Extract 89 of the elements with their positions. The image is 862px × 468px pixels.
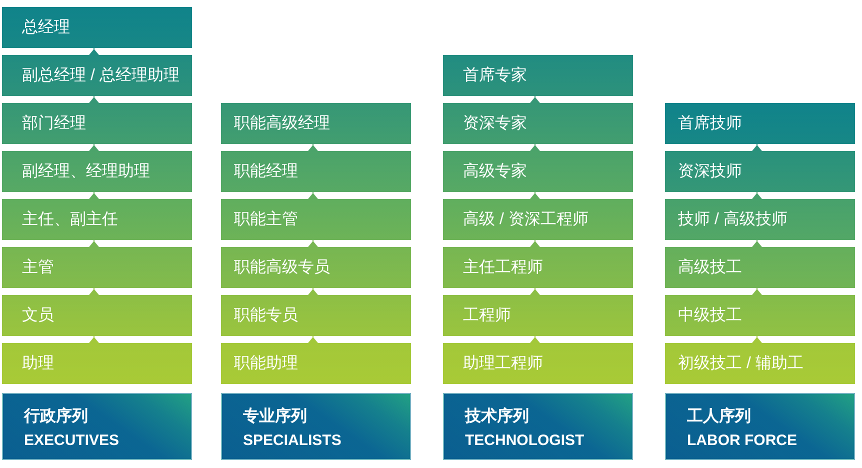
job-title: 主管: [22, 258, 54, 277]
series-english-name: EXECUTIVES: [24, 432, 120, 450]
promotion-arrow: [752, 144, 762, 152]
promotion-arrow: [752, 288, 762, 296]
job-title: 高级 / 资深工程师: [463, 210, 588, 229]
job-level-bar: [443, 295, 633, 336]
series-english-name: SPECIALISTS: [243, 432, 342, 450]
job-level-bar: [2, 247, 192, 288]
job-title: 中级技工: [678, 306, 742, 325]
job-level-bar: [443, 151, 633, 192]
series-header-panel: [443, 393, 633, 460]
job-title: 高级技工: [678, 258, 742, 277]
promotion-arrow: [89, 192, 99, 200]
job-title: 助理: [22, 354, 54, 373]
job-level-bar: [443, 199, 633, 240]
promotion-arrow: [752, 336, 762, 344]
job-level-bar: [221, 103, 411, 144]
job-title: 首席技师: [678, 114, 742, 133]
series-name: 专业序列: [243, 408, 307, 426]
promotion-arrow: [530, 144, 540, 152]
series-header-panel: [665, 393, 855, 460]
job-title: 首席专家: [463, 66, 527, 85]
job-level-bar: [2, 7, 192, 48]
job-level-bar: [2, 199, 192, 240]
job-level-bar: [443, 55, 633, 96]
job-title: 副经理、经理助理: [22, 162, 150, 181]
job-level-bar: [665, 295, 855, 336]
job-level-bar: [221, 199, 411, 240]
job-title: 副总经理 / 总经理助理: [22, 66, 180, 85]
job-title: 高级专家: [463, 162, 527, 181]
promotion-arrow: [308, 336, 318, 344]
promotion-arrow: [89, 240, 99, 248]
promotion-arrow: [530, 240, 540, 248]
job-title: 总经理: [22, 18, 70, 37]
promotion-arrow: [530, 336, 540, 344]
job-title: 技师 / 高级技师: [678, 210, 788, 229]
series-header-panel: [221, 393, 411, 460]
job-title: 职能高级经理: [234, 114, 330, 133]
job-level-bar: [221, 295, 411, 336]
job-title: 职能专员: [234, 306, 298, 325]
series-name: 技术序列: [465, 408, 529, 426]
series-english-name: TECHNOLOGIST: [465, 432, 584, 450]
job-level-bar: [2, 55, 192, 96]
job-level-bar: [443, 343, 633, 384]
promotion-arrow: [89, 144, 99, 152]
job-level-bar: [2, 343, 192, 384]
job-level-bar: [2, 103, 192, 144]
promotion-arrow: [89, 336, 99, 344]
promotion-arrow: [530, 96, 540, 104]
job-level-bar: [221, 151, 411, 192]
promotion-arrow: [308, 144, 318, 152]
series-header-panel: [2, 393, 192, 460]
promotion-arrow: [308, 192, 318, 200]
job-level-bar: [665, 151, 855, 192]
series-name: 工人序列: [687, 408, 751, 426]
job-level-bar: [665, 247, 855, 288]
series-name: 行政序列: [24, 408, 88, 426]
job-title: 部门经理: [22, 114, 86, 133]
promotion-arrow: [89, 288, 99, 296]
promotion-arrow: [89, 96, 99, 104]
promotion-arrow: [89, 48, 99, 56]
job-level-bar: [2, 151, 192, 192]
job-title: 职能经理: [234, 162, 298, 181]
job-title: 助理工程师: [463, 354, 543, 373]
job-title: 职能高级专员: [234, 258, 330, 277]
job-level-bar: [665, 103, 855, 144]
job-title: 职能助理: [234, 354, 298, 373]
promotion-arrow: [752, 192, 762, 200]
job-title: 初级技工 / 辅助工: [678, 354, 804, 373]
job-title: 文员: [22, 306, 54, 325]
promotion-arrow: [308, 240, 318, 248]
job-title: 工程师: [463, 306, 511, 325]
job-level-bar: [221, 247, 411, 288]
job-level-bar: [443, 103, 633, 144]
job-level-bar: [665, 199, 855, 240]
promotion-arrow: [752, 240, 762, 248]
promotion-arrow: [530, 192, 540, 200]
promotion-arrow: [308, 288, 318, 296]
job-title: 资深技师: [678, 162, 742, 181]
job-title: 职能主管: [234, 210, 298, 229]
promotion-arrow: [530, 288, 540, 296]
job-level-bar: [443, 247, 633, 288]
job-level-bar: [2, 295, 192, 336]
series-english-name: LABOR FORCE: [687, 432, 797, 450]
job-level-bar: [665, 343, 855, 384]
job-title: 资深专家: [463, 114, 527, 133]
job-level-bar: [221, 343, 411, 384]
job-title: 主任工程师: [463, 258, 543, 277]
job-title: 主任、副主任: [22, 210, 118, 229]
